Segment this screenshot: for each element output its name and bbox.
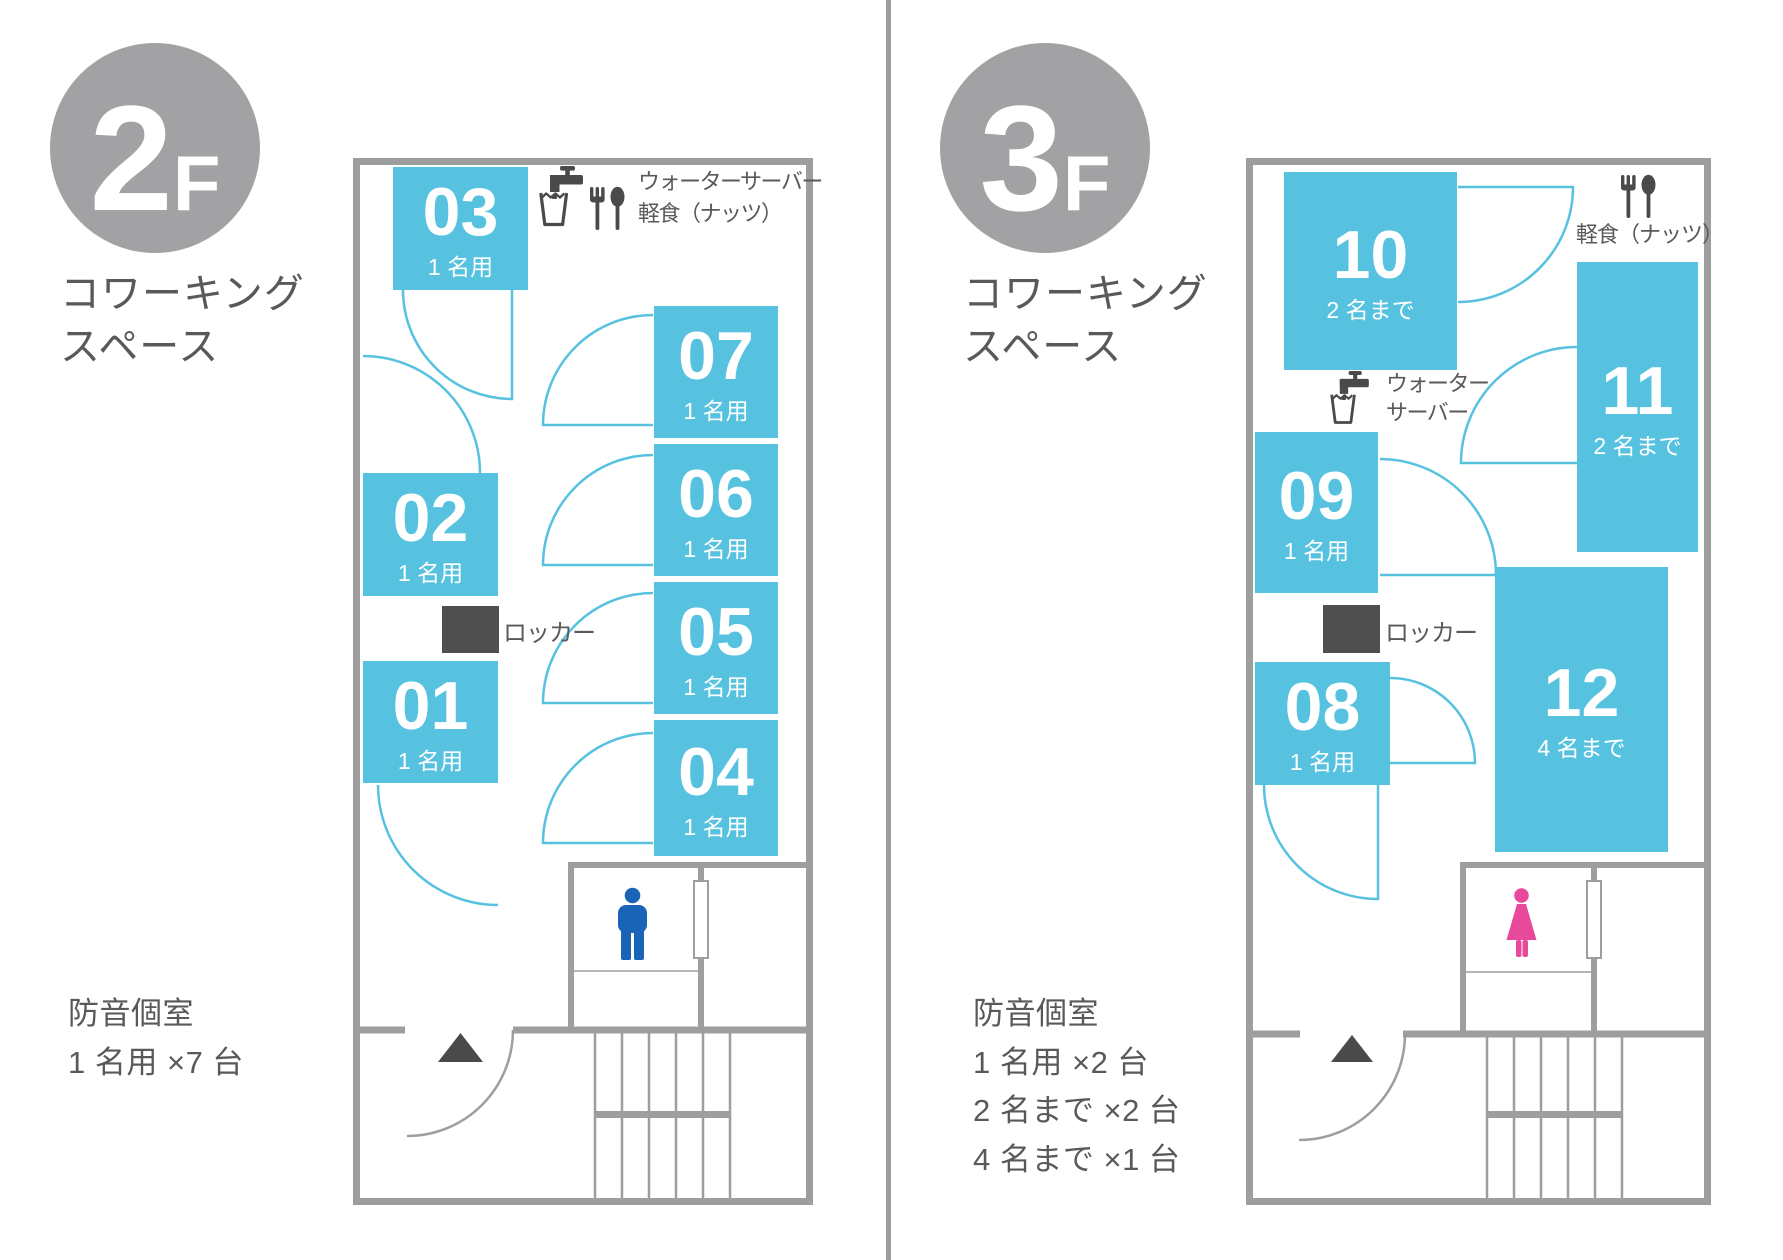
booth-08: 08 1 名用: [1255, 662, 1390, 785]
floor-3f-badge-suffix: F: [1062, 139, 1111, 227]
booth-02: 02 1 名用: [363, 473, 498, 596]
water-server-label-3f-line1: ウォーター: [1386, 371, 1490, 396]
water-server-label-2f: ウォーターサーバー: [638, 169, 823, 194]
entrance-door-arc-3f: [1298, 1033, 1407, 1142]
booth-capacity: 1 名用: [1283, 538, 1350, 564]
restroom-door-2f: [693, 880, 709, 959]
booth-number: 01: [392, 667, 469, 744]
floor-3f-title-line1: コワーキング: [963, 272, 1208, 316]
floor-2f-title: コワーキング スペース: [60, 268, 305, 374]
entrance-arrow-icon-3f: [1331, 1035, 1373, 1062]
booth-number: 05: [678, 593, 754, 670]
booth-capacity: 1 名用: [683, 535, 749, 562]
booth-07: 07 1 名用: [654, 306, 778, 438]
booth-number: 09: [1278, 458, 1355, 534]
stairs-landing-bar-2f: [595, 1111, 730, 1118]
floor-2f-title-line1: コワーキング: [60, 272, 305, 316]
booth-12: 12 4 名まで: [1495, 567, 1668, 852]
booth-03: 03 1 名用: [393, 167, 528, 290]
entrance-arrow-icon-2f: [438, 1033, 483, 1062]
water-server-icon-3f: [1330, 369, 1371, 424]
booth-capacity: 1 名用: [683, 397, 749, 424]
door-swing-arc: [1389, 676, 1477, 765]
door-swing-arc: [1457, 185, 1575, 304]
snack-cutlery-icon-3f: [1621, 174, 1656, 218]
booth-capacity: 1 名用: [397, 747, 464, 774]
water-server-label-3f: ウォーター サーバー: [1386, 369, 1490, 427]
door-swing-arc: [541, 591, 654, 705]
booth-number: 02: [392, 480, 469, 556]
booth-06: 06 1 名用: [654, 444, 778, 576]
summary-line: 1 名用 ×7 台: [68, 1044, 244, 1080]
locker-label-3f: ロッカー: [1385, 620, 1478, 647]
booth-capacity: 4 名まで: [1537, 735, 1626, 761]
booth-number: 12: [1543, 655, 1620, 731]
floor-2f-title-line2: スペース: [60, 325, 220, 369]
water-server-label-3f-line2: サーバー: [1386, 400, 1469, 425]
summary-line: 1 名用 ×2 台: [973, 1044, 1149, 1080]
booth-capacity: 1 名用: [683, 673, 749, 700]
door-swing-arc: [541, 453, 654, 567]
summary-2f: 防音個室 1 名用 ×7 台: [68, 990, 244, 1087]
floor-3f-badge-number: 3: [979, 74, 1063, 242]
booth-capacity: 1 名用: [1289, 749, 1356, 775]
floor-3f-title: コワーキング スペース: [963, 268, 1208, 374]
booth-number: 10: [1332, 216, 1409, 293]
booth-11: 11 2 名まで: [1577, 262, 1698, 552]
mens-restroom-icon: [618, 887, 647, 960]
snack-label-2f: 軽食（ナッツ）: [638, 201, 783, 226]
snack-label-3f: 軽食（ナッツ）: [1576, 222, 1724, 247]
water-server-icon-2f: [539, 164, 585, 227]
booth-number: 06: [678, 455, 754, 532]
summary-3f: 防音個室 1 名用 ×2 台 2 名まで ×2 台 4 名まで ×1 台: [973, 990, 1180, 1184]
floor-3f-badge: 3 F: [940, 43, 1150, 253]
locker-label-2f: ロッカー: [503, 620, 596, 647]
door-swing-arc: [541, 731, 654, 845]
booth-number: 04: [678, 733, 754, 810]
booth-capacity: 2 名まで: [1593, 432, 1682, 459]
booth-10: 10 2 名まで: [1284, 172, 1457, 370]
door-swing-arc: [1379, 457, 1498, 577]
door-swing-arc: [362, 354, 482, 474]
stairs-2f: [593, 1033, 732, 1198]
stairs-3f: [1485, 1037, 1624, 1198]
summary-heading-2f: 防音個室: [68, 996, 194, 1031]
booth-number: 03: [422, 174, 499, 250]
door-swing-arc: [401, 289, 514, 401]
snack-cutlery-icon-2f: [590, 186, 625, 230]
stairs-landing-bar-3f: [1487, 1111, 1622, 1118]
booth-number: 07: [678, 317, 754, 394]
summary-heading-3f: 防音個室: [973, 996, 1099, 1031]
womens-restroom-icon: [1506, 888, 1537, 957]
summary-line: 2 名まで ×2 台: [973, 1093, 1181, 1128]
amenity-label-2f: ウォーターサーバー 軽食（ナッツ）: [638, 166, 823, 230]
panel-divider: [886, 0, 891, 1260]
summary-line: 4 名まで ×1 台: [973, 1141, 1181, 1177]
restroom-door-3f: [1586, 880, 1602, 959]
floor-3f-title-line2: スペース: [963, 325, 1123, 369]
booth-capacity: 1 名用: [683, 813, 749, 840]
booth-door-arcs-2f: [362, 289, 654, 907]
booth-number: 08: [1284, 669, 1361, 745]
booth-capacity: 1 名用: [427, 254, 494, 280]
booth-05: 05 1 名用: [654, 582, 778, 714]
floor-2f-badge: 2 F: [50, 43, 260, 253]
locker-3f: [1323, 605, 1380, 653]
door-swing-arc: [376, 784, 499, 907]
floor-2f-badge-number: 2: [89, 74, 173, 242]
booth-01: 01 1 名用: [363, 661, 498, 783]
booth-capacity: 1 名用: [397, 560, 464, 586]
booth-04: 04 1 名用: [654, 720, 778, 856]
locker-2f: [442, 606, 499, 653]
booth-capacity: 2 名まで: [1326, 296, 1415, 323]
booth-number: 11: [1601, 352, 1674, 429]
door-swing-arc: [1262, 784, 1380, 901]
floor-2f-badge-suffix: F: [172, 139, 221, 227]
entrance-door-arc-2f: [406, 1029, 515, 1138]
booth-09: 09 1 名用: [1255, 432, 1378, 593]
door-swing-arc: [541, 313, 654, 427]
